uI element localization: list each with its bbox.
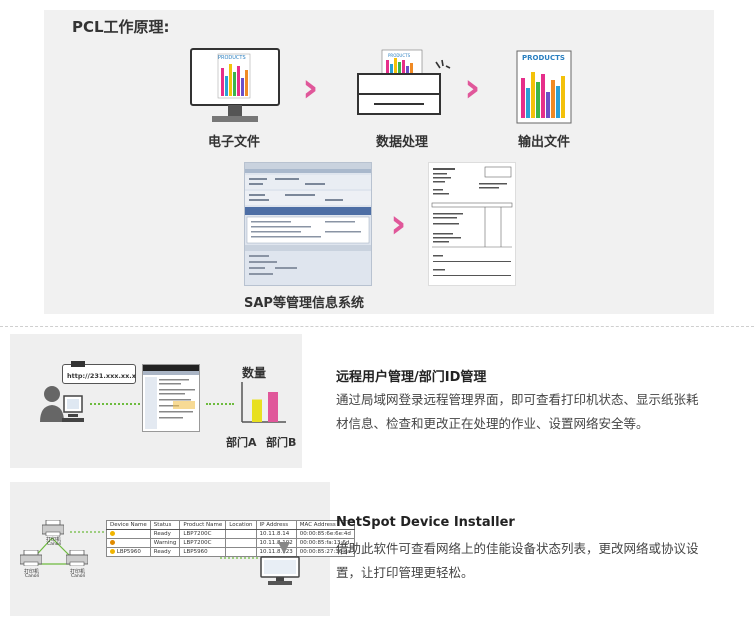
caption-electronic-file: 电子文件: [207, 135, 260, 150]
table-row: Ready LBP7200C 10.11.8.14 00:00:85:6e:6e…: [106, 529, 355, 539]
dept-a-label: 部门A: [226, 436, 257, 449]
table-cell: Ready: [149, 547, 181, 557]
printer-brand: Canon: [71, 574, 86, 579]
printer-icon: [19, 549, 43, 567]
arrow-right-icon: ›: [390, 201, 407, 247]
section-divider: [0, 326, 754, 327]
sap-screenshot-thumbnail: [244, 162, 372, 286]
printer-label: 打印机: [70, 569, 86, 575]
bar-dept-b: [268, 392, 278, 422]
table-header-cell: IP Address: [255, 520, 297, 530]
table-cell: 10.11.8.123: [255, 547, 297, 557]
dept-b-label: 部门B: [266, 436, 297, 449]
printer-icon: [65, 549, 89, 567]
table-cell: 10.11.8.102: [255, 538, 297, 548]
sap-caption: SAP等管理信息系统: [244, 296, 364, 311]
remote-ui-screenshot: [142, 364, 200, 432]
table-cell: [106, 538, 151, 548]
url-bubble-tag: [71, 361, 85, 367]
remote-management-panel: http://231.xxx.xx.x 数量: [10, 334, 302, 468]
remote-management-title: 远程用户管理/部门ID管理: [336, 370, 487, 385]
netspot-desc-line1: 借助此软件可查看网络上的佳能设备状态列表，更改网络或协议设: [336, 541, 699, 556]
table-cell: Ready: [149, 529, 181, 539]
netspot-title: NetSpot Device Installer: [336, 515, 515, 530]
table-cell: 00:00:85:27:36:ca: [295, 547, 355, 557]
table-row: LBP5960 Ready LBP5960 10.11.8.123 00:00:…: [106, 547, 355, 557]
url-text: http://231.xxx.xx.x: [67, 372, 136, 380]
table-header-row: Device Name Status Product Name Location…: [106, 520, 355, 530]
callout-pointer: [278, 542, 290, 554]
netspot-panel: 打印机 Canon 打印机 Canon 打印机 Canon Device Nam…: [10, 482, 355, 616]
device-status-table: Device Name Status Product Name Location…: [106, 520, 355, 557]
output-document-illustration: [516, 50, 572, 124]
table-cell: LBP7200C: [179, 529, 227, 539]
device-warning-icon: [110, 540, 115, 545]
table-cell: [106, 529, 151, 539]
table-row: Warning LBP7200C 10.11.8.102 00:00:85:fa…: [106, 538, 355, 548]
output-paper-text: PRODUCTS: [522, 54, 565, 62]
quantity-chart-label: 数量: [242, 366, 267, 380]
monitor-illustration: [190, 48, 280, 124]
remote-management-desc-line2: 材信息、检查和更改正在处理的作业、设置网络安全等。: [336, 416, 649, 431]
printer-icon: [41, 519, 65, 537]
user-at-computer-icon: [38, 382, 84, 426]
table-header-cell: Status: [149, 520, 181, 530]
printer-label: 打印机: [24, 569, 40, 575]
table-cell: LBP5960: [106, 547, 151, 557]
table-cell: 10.11.8.14: [255, 529, 297, 539]
connection-dotted-line: [206, 403, 234, 405]
department-bar-chart: [241, 382, 286, 423]
computer-icon: [260, 556, 300, 586]
device-ready-icon: [110, 549, 115, 554]
invoice-document-thumbnail: [428, 162, 516, 286]
table-cell: [225, 547, 257, 557]
table-cell: LBP7200C: [179, 538, 227, 548]
remote-management-desc-line1: 通过局域网登录远程管理界面，即可查看打印机状态、显示纸张耗: [336, 392, 699, 407]
monitor-screen-text: PRODUCTS: [218, 55, 246, 61]
url-bubble: http://231.xxx.xx.x: [62, 361, 136, 384]
connection-dotted-line: [90, 403, 140, 405]
printer-brand: Canon: [25, 574, 40, 579]
table-cell: Warning: [149, 538, 181, 548]
printer-illustration: [354, 48, 454, 116]
pcl-section: PCL工作原理: PRODUCTS ›: [44, 10, 714, 314]
caption-output-file: 输出文件: [517, 135, 570, 150]
table-cell: [225, 529, 257, 539]
table-cell: [225, 538, 257, 548]
table-cell: LBP5960: [179, 547, 227, 557]
table-header-cell: Device Name: [106, 520, 151, 530]
printer-label: 打印机: [46, 537, 62, 543]
table-header-cell: Product Name: [179, 520, 227, 530]
table-header-cell: Location: [225, 520, 257, 530]
bar-dept-a: [252, 399, 262, 422]
printer-brand: Canon: [47, 542, 62, 547]
device-ready-icon: [110, 531, 115, 536]
arrow-right-icon: ›: [302, 65, 319, 111]
netspot-desc-line2: 置，让打印管理更轻松。: [336, 565, 474, 580]
arrow-right-icon: ›: [464, 65, 481, 111]
pcl-title: PCL工作原理:: [72, 18, 170, 36]
printer-paper-text: PRODUCTS: [388, 53, 411, 58]
caption-data-processing: 数据处理: [375, 135, 428, 150]
